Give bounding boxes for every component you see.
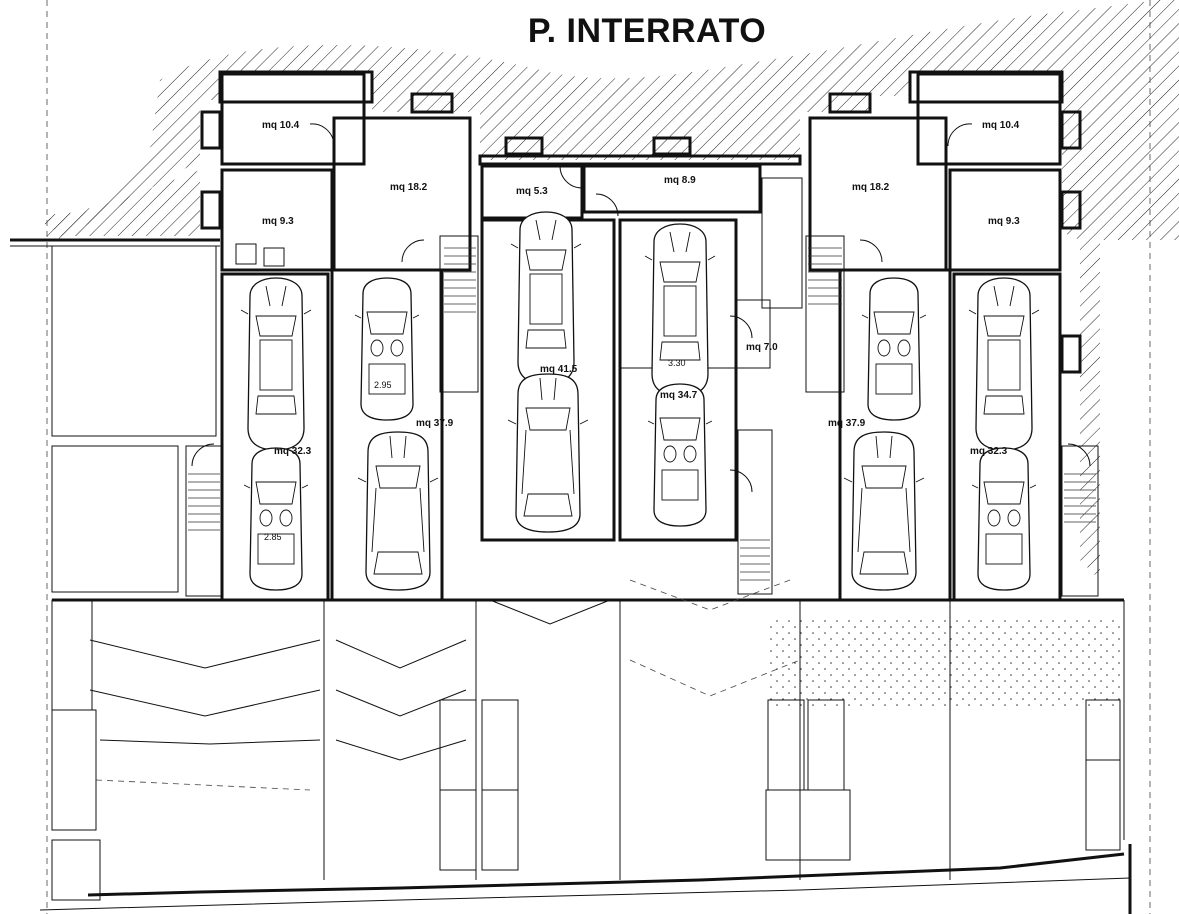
center-corridor <box>582 164 762 214</box>
wall-block <box>1085 759 1121 851</box>
car-left-b2 <box>357 431 439 591</box>
room-label: mq 37.9 <box>416 418 454 429</box>
center-top-wall <box>478 154 802 166</box>
light-well <box>410 92 454 114</box>
center-stair <box>737 429 773 595</box>
pillar <box>1060 190 1082 230</box>
wall-block <box>51 839 101 901</box>
car-center-a1 <box>510 211 582 385</box>
light-well <box>652 136 692 156</box>
door-swing <box>559 165 583 189</box>
stair-block <box>767 699 805 791</box>
wall-block <box>765 789 851 861</box>
room-label: mq 9.3 <box>262 216 294 227</box>
street-edge <box>87 852 1125 897</box>
room-label: mq 10.4 <box>262 120 300 131</box>
room-label: mq 10.4 <box>982 120 1020 131</box>
room-label: mq 5.3 <box>516 186 548 197</box>
left-box-a <box>332 116 472 272</box>
door-swing <box>729 315 753 339</box>
left-top-wall <box>218 70 374 104</box>
stair-block <box>481 699 519 791</box>
car-left-a2 <box>243 447 309 591</box>
stair-block <box>807 699 845 791</box>
pillar <box>200 110 222 150</box>
car-left-a1 <box>240 277 312 451</box>
pillar <box>1060 110 1082 150</box>
pillar <box>1060 334 1082 374</box>
garden-upper <box>51 245 217 437</box>
car-right-b1 <box>968 277 1040 451</box>
dimension-label: 2.85 <box>264 532 282 542</box>
street-line <box>39 877 1131 911</box>
door-swing <box>191 443 215 467</box>
room-label: mq 41.5 <box>540 364 578 375</box>
left-storage-mid <box>220 168 334 272</box>
garden-lower <box>51 445 179 593</box>
earth-hatch-left <box>45 170 200 236</box>
room-label: mq 37.9 <box>828 418 866 429</box>
car-right-a1 <box>861 277 927 421</box>
room-label: mq 34.7 <box>660 390 698 401</box>
center-stair-room <box>735 299 771 369</box>
car-right-a2 <box>843 431 925 591</box>
door-swing <box>947 123 973 147</box>
door-swing <box>595 193 619 217</box>
dimension-label: 3.30 <box>668 358 686 368</box>
ramp-chevrons <box>89 599 611 761</box>
pillar <box>200 190 222 230</box>
door-swing <box>729 469 753 493</box>
door-swing <box>309 123 335 147</box>
plan-title: P. INTERRATO <box>527 12 767 50</box>
car-right-b2 <box>971 447 1037 591</box>
room-label: mq 9.3 <box>988 216 1020 227</box>
right-box-a <box>808 116 948 272</box>
center-garage-b <box>618 218 738 542</box>
right-stair <box>805 235 845 393</box>
boiler-icon <box>235 243 257 265</box>
tank-icon <box>263 247 285 267</box>
dotted-paving <box>770 620 1120 710</box>
room-label: mq 7.0 <box>746 342 778 353</box>
left-ramp-stair <box>51 599 93 711</box>
car-left-b1 <box>354 277 420 421</box>
wall-block <box>481 789 519 871</box>
left-stair <box>439 235 479 393</box>
room-label: mq 8.9 <box>664 175 696 186</box>
door-swing <box>1067 443 1091 467</box>
room-label: mq 18.2 <box>852 182 890 193</box>
earth-hatch <box>45 0 1179 580</box>
room-label: mq 18.2 <box>390 182 428 193</box>
car-center-a2 <box>507 373 589 533</box>
door-swing <box>859 239 883 263</box>
car-center-b2 <box>647 383 713 527</box>
light-well <box>828 92 872 114</box>
stair-block <box>439 699 477 791</box>
right-inner-stair <box>761 177 803 309</box>
wall-block <box>439 789 477 871</box>
ramp-dash <box>629 579 791 611</box>
ramp-dash <box>95 779 311 791</box>
right-ext-stair <box>1061 445 1099 597</box>
left-ext-stair <box>185 445 223 597</box>
light-well <box>504 136 544 156</box>
door-swing <box>401 239 425 263</box>
right-top-wall <box>908 70 1064 104</box>
car-center-b1 <box>644 223 716 397</box>
dimension-label: 2.95 <box>374 380 392 390</box>
wall-block <box>51 709 97 831</box>
right-storage-mid <box>948 168 1062 272</box>
room-label: mq 32.3 <box>970 446 1008 457</box>
room-label: mq 32.3 <box>274 446 312 457</box>
